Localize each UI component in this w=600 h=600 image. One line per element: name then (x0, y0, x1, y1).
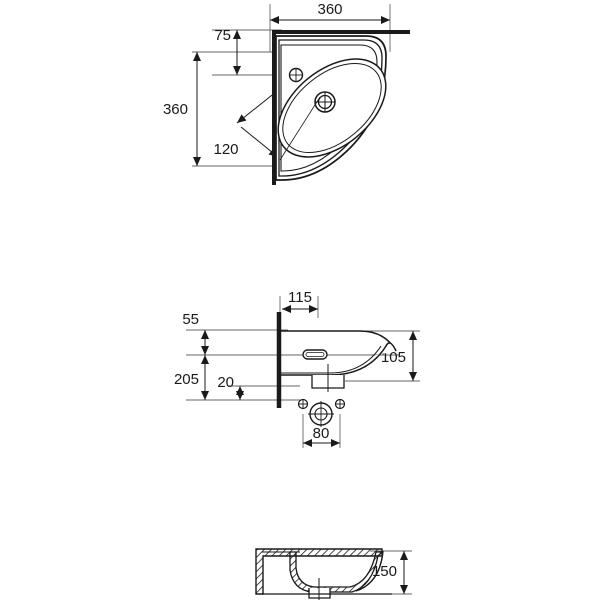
dim-360-width: 360 (270, 1, 390, 24)
dim-75: 75 (214, 27, 241, 75)
dim-360-depth-label: 360 (163, 101, 188, 118)
dim-75-label: 75 (214, 27, 231, 44)
dim-80: 80 (303, 425, 340, 447)
fixing-bolt-right (334, 398, 346, 410)
tap-hole (288, 67, 304, 83)
dim-105: 105 (381, 331, 417, 381)
bowl-profile (289, 551, 384, 593)
waste-hole (314, 91, 336, 113)
dim-115-label: 115 (288, 289, 312, 306)
dim-80-label: 80 (313, 425, 330, 442)
dim-55: 55 (182, 311, 209, 355)
fixing-bolt-left (297, 398, 309, 410)
bowl-outer-curve (355, 550, 384, 592)
dim-150-label: 150 (372, 563, 397, 580)
dim-205-label: 205 (174, 371, 199, 388)
basin-underside-profile (281, 342, 397, 376)
plan-centre-construction-line (279, 96, 321, 161)
basin-underside-inner-line (281, 345, 382, 374)
centre-mark (308, 401, 334, 427)
overflow-slot (302, 349, 328, 360)
dim-205: 205 (174, 355, 209, 400)
dim-105-label: 105 (381, 349, 406, 366)
dim-20: 20 (217, 374, 244, 400)
dim-115: 115 (282, 289, 318, 313)
basin-bowl-inner-outline (282, 62, 382, 154)
dim-120-label: 120 (213, 141, 238, 158)
dim-360-width-label: 360 (317, 1, 342, 18)
side-view: 115 55 205 20 80 105 (174, 289, 420, 448)
dim-150: 150 (372, 551, 408, 594)
dim-55-label: 55 (182, 311, 199, 328)
waste-outlet (311, 364, 345, 392)
hatched-section-wall (255, 548, 383, 595)
dim-360-depth: 360 (163, 52, 201, 166)
section-view: 150 (255, 548, 412, 600)
plan-view: 360 360 75 120 (163, 1, 410, 185)
dim-20-label: 20 (217, 374, 234, 391)
